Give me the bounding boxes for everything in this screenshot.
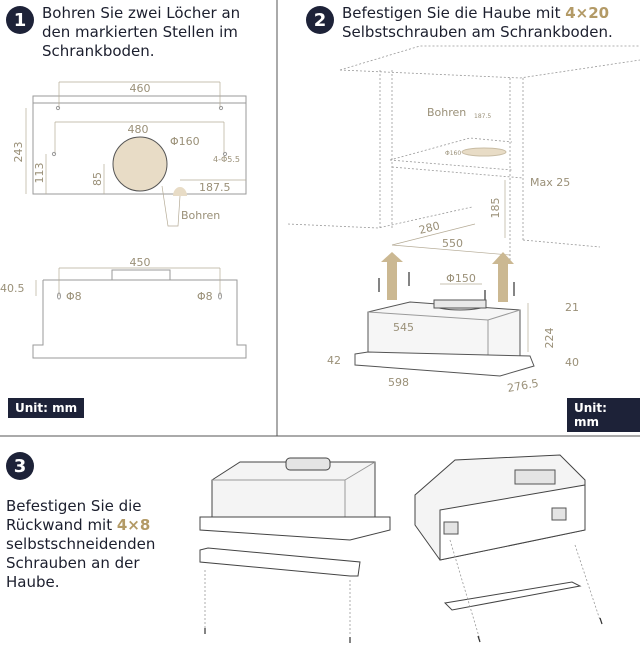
dim-42: 42 xyxy=(327,354,341,367)
step-2-text-b: Selbstschrauben am Schrankboden. xyxy=(342,23,613,41)
cabinet-bottom-plan: 460 480 Φ160 4-Φ5.5 243 113 85 187.5 Boh… xyxy=(12,81,247,227)
dim-21: 21 xyxy=(565,301,579,314)
step-2-badge: 2 xyxy=(306,6,334,34)
dim-450: 450 xyxy=(130,256,151,269)
rear-panel xyxy=(199,547,361,577)
step-2-screws: 4×20 xyxy=(565,4,610,22)
dim-480: 480 xyxy=(128,123,149,136)
dim-85: 85 xyxy=(91,172,104,186)
step-1-text: Bohren Sie zwei Löcher an den markierten… xyxy=(42,4,241,60)
dim-113: 113 xyxy=(33,163,46,184)
dim-d160: Φ160 xyxy=(170,135,200,148)
dim-187-5: 187.5 xyxy=(199,181,231,194)
dim-224: 224 xyxy=(543,328,556,349)
dim-598: 598 xyxy=(388,376,409,389)
step2-dim-187-5: 187.5 xyxy=(474,113,491,120)
dim-280: 280 xyxy=(418,219,442,237)
dim-max-25: Max 25 xyxy=(530,176,570,189)
arrow-up-icon xyxy=(492,252,514,302)
step-1-badge: 1 xyxy=(6,6,34,34)
dim-40: 40 xyxy=(565,356,579,369)
drill-label: Bohren xyxy=(181,209,220,222)
dim-185: 185 xyxy=(489,198,502,219)
dim-460: 460 xyxy=(130,82,151,95)
dim-holes: 4-Φ5.5 xyxy=(213,155,240,164)
step-3-screws: 4×8 xyxy=(116,516,151,534)
rear-panel xyxy=(443,581,582,611)
step2-dim-d160: Φ160 xyxy=(445,150,461,157)
hood-front-view: 450 40.5 Φ8 Φ8 xyxy=(0,256,247,359)
dim-550: 550 xyxy=(442,237,463,250)
dim-d150: Φ150 xyxy=(446,272,476,285)
dim-40-5: 40.5 xyxy=(0,282,25,295)
step-2-text-a: Befestigen Sie die Haube mit xyxy=(342,4,566,22)
hood-perspective: Φ150 21 545 224 42 40 598 276.5 xyxy=(327,252,579,395)
step-3-text: Befestigen Sie die Rückwand mit 4×8 selb… xyxy=(6,497,176,592)
step-3-text-b: selbstschneidenden Schrauben an der Haub… xyxy=(6,535,156,591)
screw-icon xyxy=(477,635,481,643)
step-3-badge: 3 xyxy=(6,452,34,480)
step-3-text-a: Befestigen Sie die Rückwand mit xyxy=(6,497,142,534)
unit-badge-1: Unit: mm xyxy=(8,398,85,418)
dim-243: 243 xyxy=(12,142,25,163)
hood-rear-panel-front xyxy=(199,457,391,643)
hood-rear-panel-perspective xyxy=(414,454,603,643)
dim-d8-left: Φ8 xyxy=(66,290,82,303)
screw-icon xyxy=(599,617,603,625)
arrow-up-icon xyxy=(381,252,403,300)
dim-d8-right: Φ8 xyxy=(197,290,213,303)
step2-drill-label: Bohren xyxy=(427,106,466,119)
dim-545: 545 xyxy=(393,321,414,334)
cabinet-perspective: Bohren 187.5 Φ160 Max 25 185 280 550 xyxy=(287,45,640,260)
dim-276-5: 276.5 xyxy=(506,377,539,395)
step-2-text: Befestigen Sie die Haube mit 4×20 Selbst… xyxy=(342,4,640,42)
unit-badge-2: Unit: mm xyxy=(567,398,640,432)
